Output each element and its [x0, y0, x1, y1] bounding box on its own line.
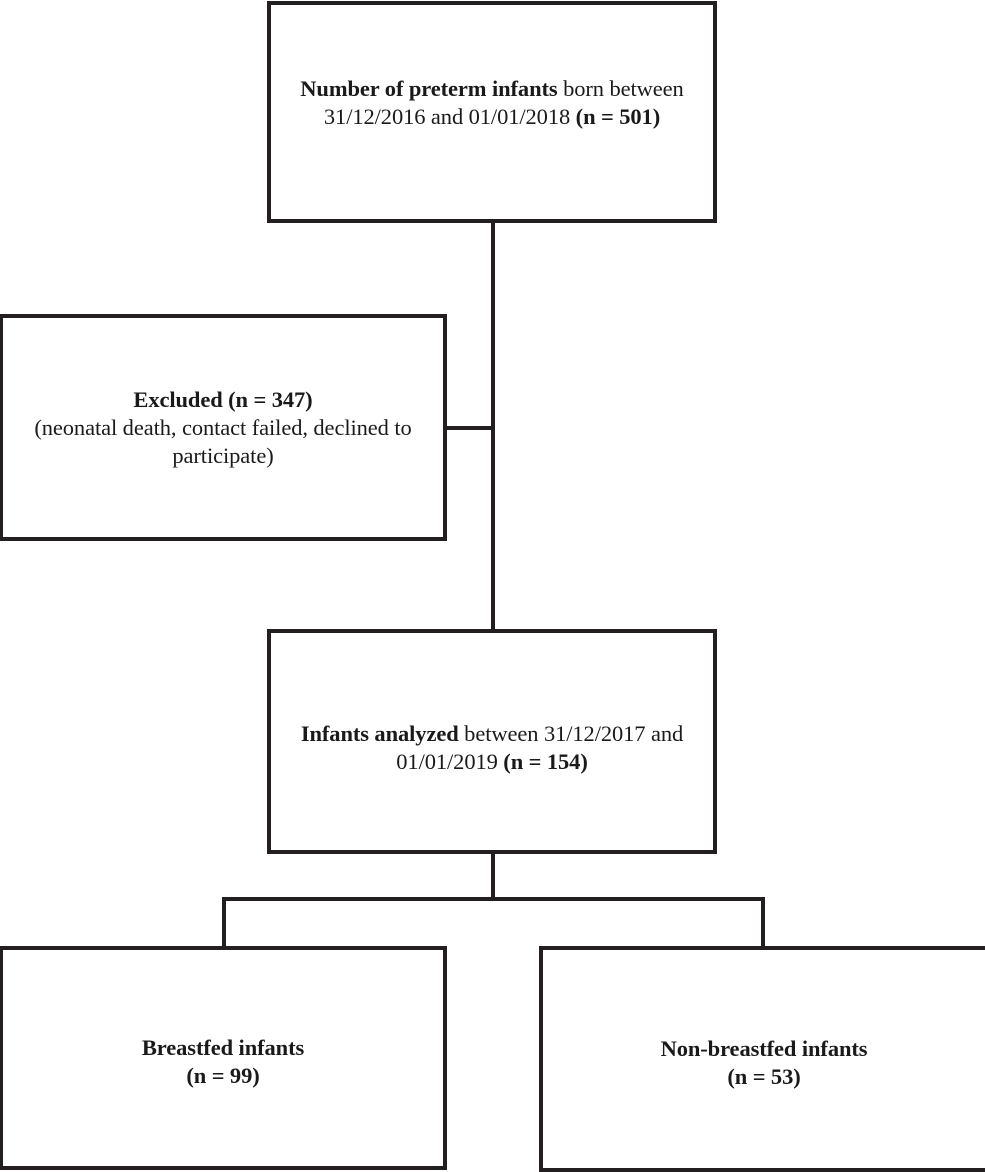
breastfed-box-text: Breastfed infants (n = 99) [3, 1034, 443, 1090]
non-breastfed-box-text: Non-breastfed infants (n = 53) [543, 1035, 985, 1091]
breastfed-box-label-bold: Breastfed infants [141, 1035, 305, 1060]
enrolled-box-count: (n = 501) [575, 104, 661, 129]
analyzed-box-count: (n = 154) [503, 748, 588, 774]
analyzed-box: Infants analyzed between 31/12/2017 and … [267, 629, 717, 854]
connector-enrolled-to-analyzed [491, 222, 495, 630]
analyzed-box-label-rest: between 31/12/2017 and 01/01/2019 [396, 720, 684, 774]
breastfed-box: Breastfed infants (n = 99) [0, 946, 447, 1170]
non-breastfed-box-count: (n = 53) [727, 1064, 801, 1089]
analyzed-box-text: Infants analyzed between 31/12/2017 and … [271, 720, 713, 776]
excluded-box-label-bold: Excluded (n = 347) [133, 386, 313, 412]
non-breastfed-box-label-bold: Non-breastfed infants [660, 1036, 868, 1061]
breastfed-box-count: (n = 99) [186, 1063, 260, 1088]
analyzed-box-label-bold: Infants analyzed [300, 720, 459, 746]
non-breastfed-box: Non-breastfed infants (n = 53) [539, 946, 985, 1172]
connector-trunk-to-excluded [445, 426, 493, 430]
enrolled-box-text: Number of preterm infants born between 3… [271, 75, 713, 131]
excluded-box-text: Excluded (n = 347)(neonatal death, conta… [3, 386, 443, 470]
connector-split-bar [222, 897, 765, 901]
excluded-box: Excluded (n = 347)(neonatal death, conta… [0, 314, 447, 541]
connector-analyzed-to-split [491, 853, 495, 901]
enrolled-box-label-bold: Number of preterm infants [300, 76, 558, 101]
enrolled-box-label-rest: born between 31/12/2016 and 01/01/2018 [323, 76, 684, 129]
connector-split-to-breastfed [222, 897, 226, 947]
enrolled-box: Number of preterm infants born between 3… [267, 1, 717, 223]
excluded-box-reasons: (neonatal death, contact failed, decline… [34, 414, 412, 468]
connector-split-to-non-breastfed [761, 897, 765, 947]
